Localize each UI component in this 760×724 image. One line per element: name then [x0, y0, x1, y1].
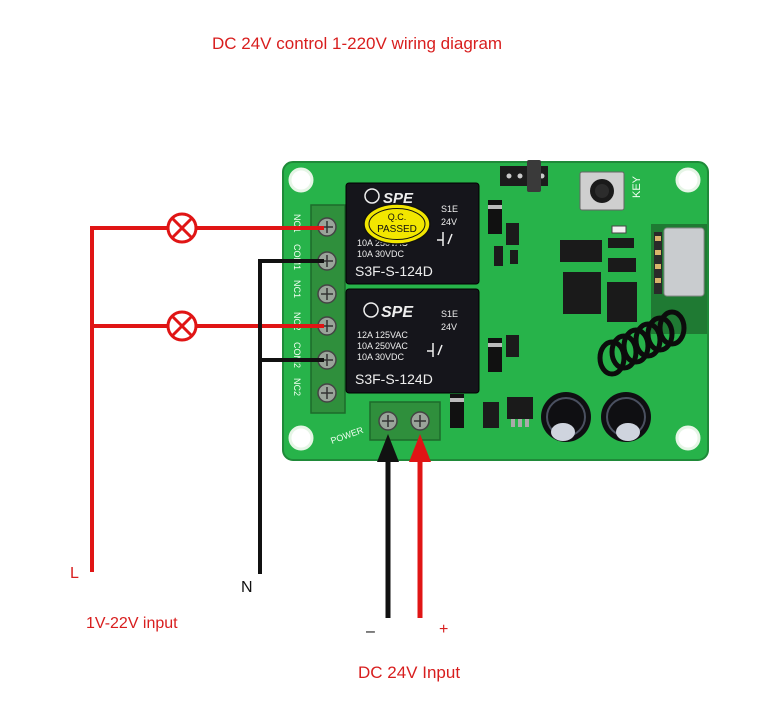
transistor [506, 223, 519, 245]
capacitor-1 [541, 392, 591, 442]
ic-chip-5 [607, 282, 637, 322]
jumper [527, 160, 541, 192]
smd-resistor [494, 246, 503, 266]
relay-1-rating-2: 10A 30VDC [357, 249, 405, 259]
power-diode [450, 394, 464, 428]
ic-chip-3 [608, 238, 634, 248]
dc-input-label: DC 24V Input [358, 663, 461, 682]
relay-1-model: S3F-S-124D [355, 263, 433, 279]
minus-label: – [366, 623, 375, 640]
relay-2-rating-1: 12A 125VAC [357, 330, 408, 340]
ic-chip-1 [560, 240, 602, 262]
output-terminal-block [310, 204, 346, 414]
transistor [506, 335, 519, 357]
ic-chip-4 [608, 258, 636, 272]
relay-board: NO1 COM1 NC1 NO2 COM2 NC2 SPE S1E 24V 10… [282, 160, 709, 461]
terminal-screw [317, 251, 337, 271]
relay-1-spec2: 24V [441, 217, 457, 227]
ic-chip-2 [563, 272, 601, 314]
lamp-icon [166, 310, 198, 342]
live-label: L [70, 565, 79, 582]
terminal-screw [317, 383, 337, 403]
smd-component [483, 402, 499, 428]
voltage-regulator [507, 397, 533, 419]
mounting-hole [675, 167, 701, 193]
dc-negative-wire [377, 434, 399, 618]
antenna-coil [597, 309, 687, 377]
relay-2: SPE S1E 24V 12A 125VAC 10A 250VAC 10A 30… [345, 288, 480, 394]
terminal-label-no1: NO1 [292, 214, 302, 233]
terminal-label-com2: COM2 [292, 342, 302, 368]
qc-passed-sticker: Q.C. PASSED [363, 203, 431, 245]
qc-sticker-line-2: PASSED [377, 224, 417, 235]
relay-2-model: S3F-S-124D [355, 371, 433, 387]
smd-resistor [510, 250, 518, 264]
neutral-label: N [241, 579, 253, 596]
relay-1-rating-1: 10A 250VAC [357, 238, 408, 248]
mounting-hole [288, 425, 314, 451]
relay-2-spec2: 24V [441, 322, 457, 332]
relay-2-rating-2: 10A 250VAC [357, 341, 408, 351]
terminal-label-no2: NO2 [292, 312, 302, 331]
plus-label: + [439, 621, 449, 638]
relay-1: SPE S1E 24V 10A 250VAC 10A 30VDC S3F-S-1… [345, 182, 480, 285]
mounting-hole [675, 425, 701, 451]
relay-1-spec1: S1E [441, 204, 458, 214]
terminal-label-nc1: NC1 [292, 280, 302, 298]
mounting-hole [288, 167, 314, 193]
power-terminal-screw [410, 411, 430, 431]
neutral-wire [258, 259, 324, 574]
terminal-screw [317, 284, 337, 304]
capacitor-2 [601, 392, 651, 442]
lamp-icon [166, 212, 198, 244]
qc-sticker-line-1: Q.C. [388, 212, 407, 222]
relay-2-rating-3: 10A 30VDC [357, 352, 405, 362]
diagram-title: DC 24V control 1-220V wiring diagram [212, 34, 503, 53]
terminal-label-com1: COM1 [292, 244, 302, 270]
relay-2-brand: SPE [381, 304, 414, 321]
led [611, 225, 627, 234]
dc-positive-wire [409, 434, 431, 618]
relay-2-spec1: S1E [441, 309, 458, 319]
key-button [579, 171, 625, 211]
ac-input-label: 1V-22V input [86, 615, 178, 632]
key-label: KEY [631, 175, 643, 198]
terminal-label-nc2: NC2 [292, 378, 302, 396]
power-terminal-screw [378, 411, 398, 431]
relay-1-brand: SPE [383, 190, 414, 207]
